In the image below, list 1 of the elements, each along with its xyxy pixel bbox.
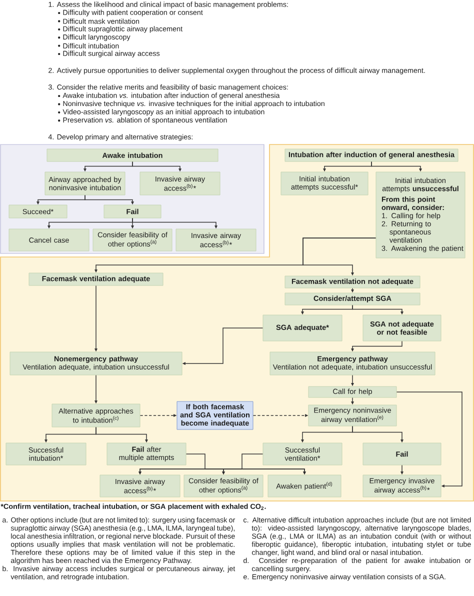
arrow: [396, 392, 462, 488]
